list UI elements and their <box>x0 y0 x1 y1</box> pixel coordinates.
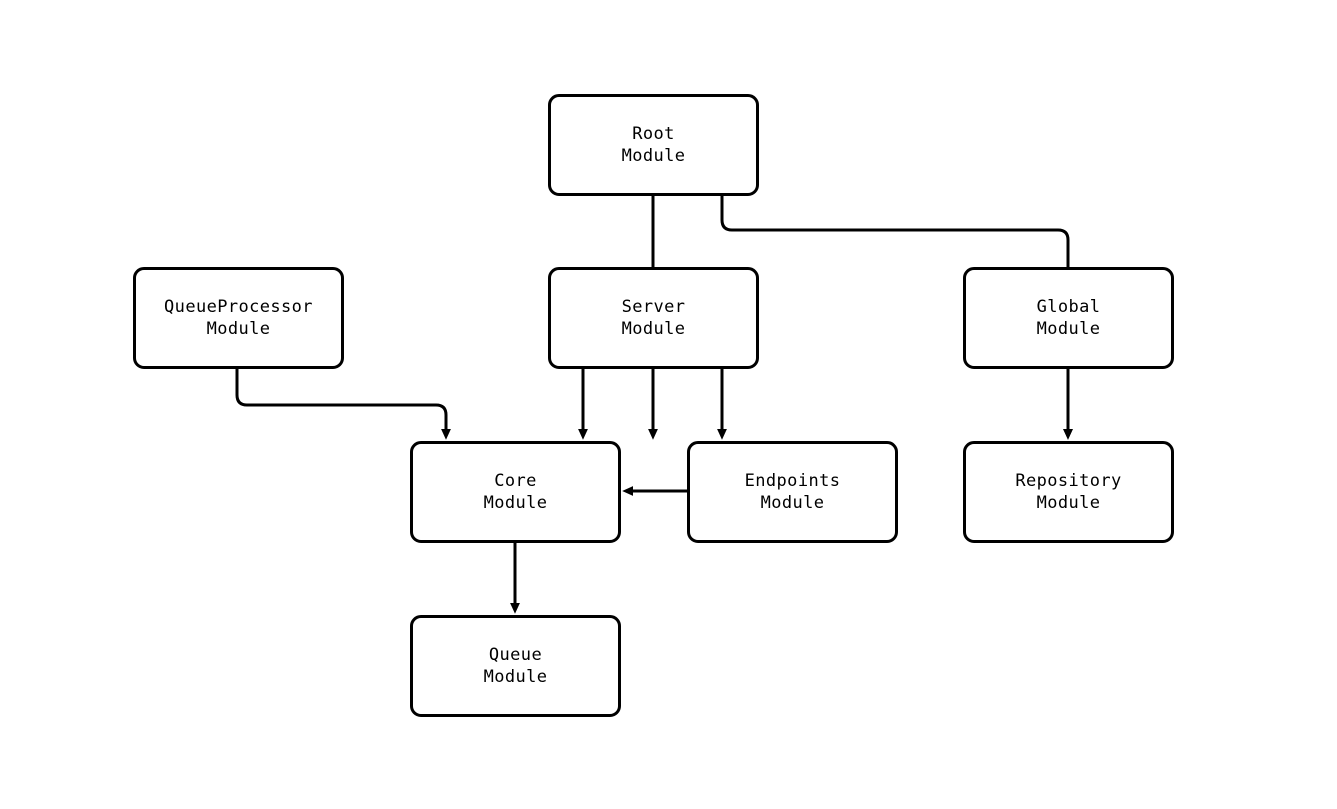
node-endpoints-label: Endpoints Module <box>744 471 841 513</box>
node-core[interactable]: Core Module <box>410 441 621 543</box>
node-global-label: Global Module <box>1036 297 1101 339</box>
node-repository[interactable]: Repository Module <box>963 441 1174 543</box>
node-root-label: Root Module <box>621 124 686 166</box>
node-root[interactable]: Root Module <box>548 94 759 196</box>
node-queueprocessor[interactable]: QueueProcessor Module <box>133 267 344 369</box>
node-queueprocessor-label: QueueProcessor Module <box>164 297 313 339</box>
node-global[interactable]: Global Module <box>963 267 1174 369</box>
node-server[interactable]: Server Module <box>548 267 759 369</box>
node-repository-label: Repository Module <box>1015 471 1122 513</box>
node-endpoints[interactable]: Endpoints Module <box>687 441 898 543</box>
node-queue-label: Queue Module <box>483 645 548 687</box>
node-core-label: Core Module <box>483 471 548 513</box>
edge-root-global <box>720 196 1073 440</box>
node-queue[interactable]: Queue Module <box>410 615 621 717</box>
node-server-label: Server Module <box>621 297 686 339</box>
edge-queueprocessor-core <box>235 369 451 440</box>
